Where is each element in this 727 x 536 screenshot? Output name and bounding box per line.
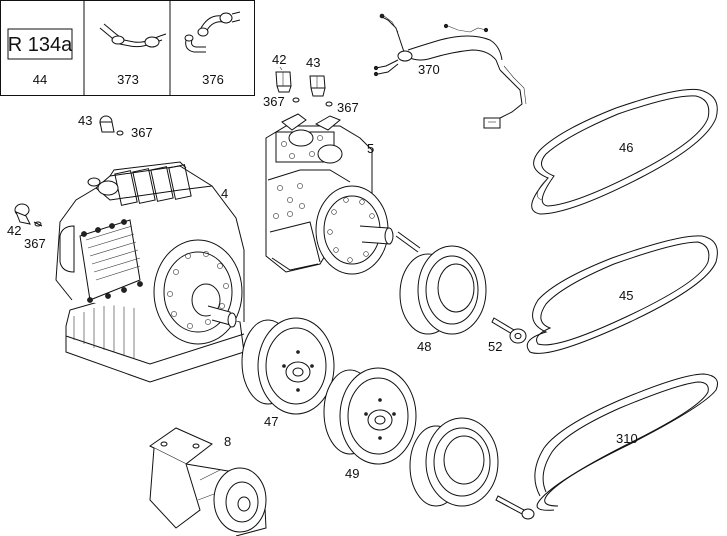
callout-43-top: 43 (306, 55, 320, 70)
callout-5: 5 (367, 141, 374, 156)
inset-panel: R 134a 44 373 376 (0, 0, 255, 96)
sensor-42-top (275, 66, 292, 93)
pulley-49 (323, 367, 417, 465)
callout-52: 52 (488, 339, 502, 354)
belt-45 (526, 235, 718, 354)
callout-8: 8 (224, 434, 231, 449)
callout-48: 48 (417, 339, 431, 354)
callout-43-left: 43 (78, 113, 92, 128)
valve-43-left (99, 115, 124, 136)
wiring-harness-370 (373, 13, 527, 129)
callout-42-left: 42 (7, 223, 21, 238)
callout-367-top-left: 367 (263, 94, 285, 109)
callout-367-left: 367 (24, 236, 46, 251)
mounting-bracket-8 (149, 427, 267, 536)
refrigerant-badge: R 134a (7, 28, 73, 60)
callout-4: 4 (221, 186, 228, 201)
sensor-42-left (14, 203, 43, 227)
refrigerant-badge-text: R 134a (8, 34, 73, 56)
callout-367-left-top: 367 (131, 125, 153, 140)
callout-47: 47 (264, 414, 278, 429)
seal-367-top-left (292, 97, 300, 103)
valve-43-top (309, 75, 326, 97)
hose-fitting-376-drawing (184, 11, 241, 53)
clutch-pulley-bottom (409, 417, 535, 520)
bolt-52 (491, 317, 527, 344)
belt-310 (534, 373, 718, 511)
compressor-5-drawing (265, 113, 394, 275)
callout-45: 45 (619, 288, 633, 303)
callout-310: 310 (616, 431, 638, 446)
compressor-4-drawing (55, 161, 245, 383)
callout-370: 370 (418, 62, 440, 77)
inset-label-376: 376 (202, 72, 224, 87)
belt-46 (531, 88, 718, 215)
callout-42-top: 42 (272, 52, 286, 67)
pulley-47 (241, 317, 335, 415)
callout-49: 49 (345, 466, 359, 481)
callout-46: 46 (619, 140, 633, 155)
hose-fitting-373-drawing (99, 23, 167, 48)
callout-367-top-right: 367 (337, 100, 359, 115)
inset-label-373: 373 (117, 72, 139, 87)
inset-label-44: 44 (33, 72, 47, 87)
seal-367-top-right (325, 101, 333, 107)
pulley-48 (395, 231, 487, 335)
